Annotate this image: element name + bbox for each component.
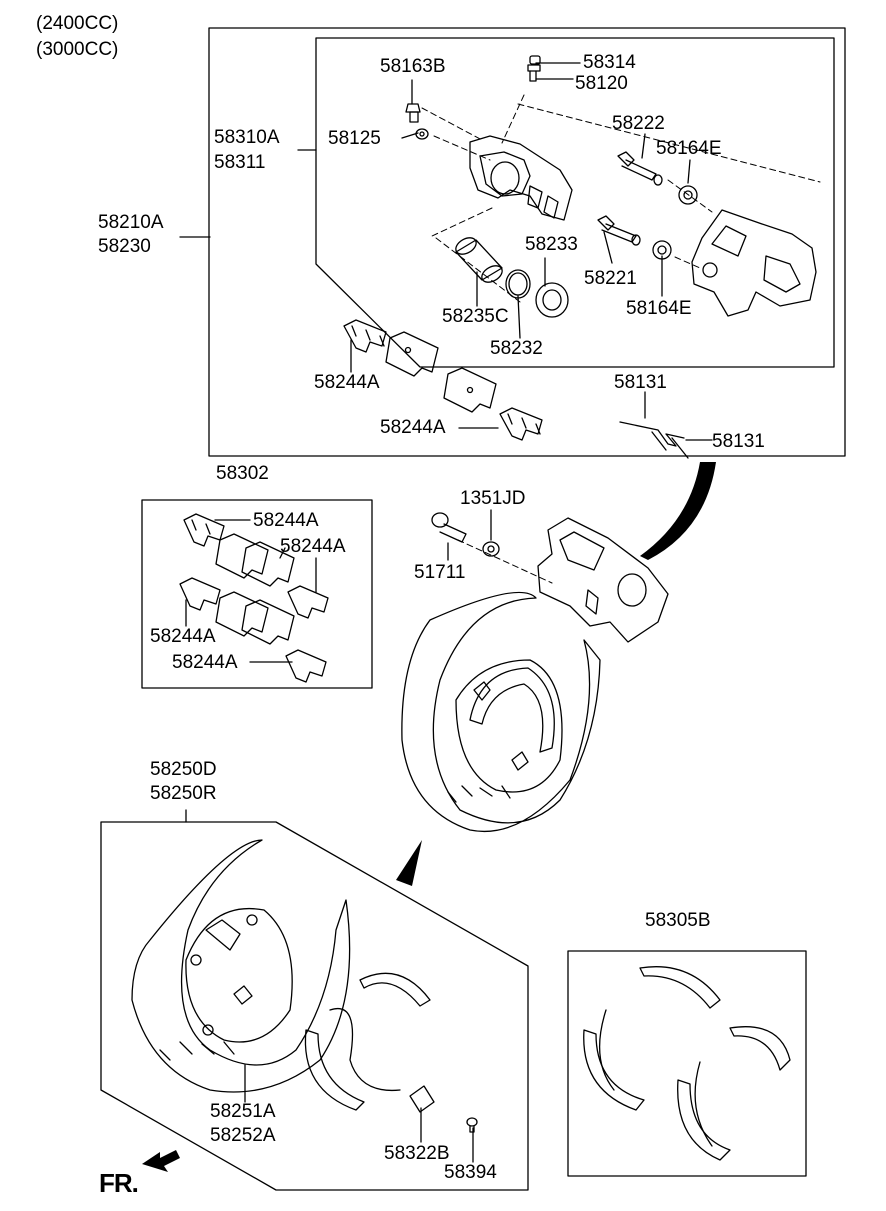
part-label-58164E-lower: 58164E bbox=[626, 298, 692, 319]
part-label-58244A-6: 58244A bbox=[172, 652, 238, 673]
part-label-58232: 58232 bbox=[490, 338, 543, 359]
part-label-58250R: 58250R bbox=[150, 783, 217, 804]
pad-kit-clip-4 bbox=[285, 649, 327, 683]
brake-pad-upper-right bbox=[443, 367, 497, 413]
caliper-body bbox=[469, 135, 573, 221]
part-label-58311: 58311 bbox=[214, 152, 266, 173]
part-label-58314: 58314 bbox=[583, 52, 636, 73]
piston-seal bbox=[505, 269, 531, 299]
part-label-58163B: 58163B bbox=[380, 56, 446, 77]
pad-clip-upper-right bbox=[499, 407, 543, 441]
part-label-58302: 58302 bbox=[216, 463, 269, 484]
parking-shoe-1 bbox=[304, 972, 431, 1111]
caliper-bracket bbox=[691, 209, 817, 317]
guide-pin-upper bbox=[617, 151, 663, 186]
washer-small bbox=[415, 128, 429, 140]
part-label-58164E-upper: 58164E bbox=[656, 138, 722, 159]
variant-3000cc: (3000CC) bbox=[36, 39, 119, 60]
hold-down-pin bbox=[466, 1117, 478, 1133]
part-label-58251A: 58251A bbox=[210, 1101, 276, 1122]
pad-kit-pad-2 bbox=[215, 591, 295, 645]
part-label-1351JD: 1351JD bbox=[460, 488, 526, 509]
part-label-58305B: 58305B bbox=[645, 910, 711, 931]
dust-boot bbox=[535, 282, 569, 318]
assembly-guides bbox=[421, 94, 821, 584]
guide-bolt bbox=[405, 103, 421, 123]
part-label-58244A-2: 58244A bbox=[380, 417, 446, 438]
backing-plate-center bbox=[401, 591, 601, 833]
pad-clip-upper-left bbox=[343, 319, 387, 353]
front-direction-label: FR. bbox=[99, 1168, 139, 1198]
caliper-mount-bolt bbox=[431, 512, 467, 543]
pad-kit-pad-1 bbox=[215, 533, 295, 587]
part-label-58394: 58394 bbox=[444, 1162, 497, 1183]
part-label-58235C: 58235C bbox=[442, 306, 509, 327]
part-label-58131-upper: 58131 bbox=[614, 372, 667, 393]
part-label-58244A-5: 58244A bbox=[150, 626, 216, 647]
part-label-58120: 58120 bbox=[575, 73, 628, 94]
pad-kit-clip-3 bbox=[179, 577, 221, 611]
part-label-58131-lower: 58131 bbox=[712, 431, 765, 452]
anti-rattle-spring bbox=[619, 421, 689, 459]
flow-arrow-upper bbox=[640, 462, 716, 560]
part-label-58222: 58222 bbox=[612, 113, 665, 134]
shoe-kit-shoe-2 bbox=[677, 1026, 791, 1161]
part-label-58125: 58125 bbox=[328, 128, 381, 149]
pad-kit-clip-2 bbox=[287, 585, 329, 619]
bleeder-screw bbox=[527, 55, 541, 82]
variant-2400cc: (2400CC) bbox=[36, 13, 119, 34]
part-label-58210A: 58210A bbox=[98, 212, 164, 233]
part-label-58221: 58221 bbox=[584, 268, 637, 289]
part-label-58244A-4: 58244A bbox=[280, 536, 346, 557]
part-label-58310A: 58310A bbox=[214, 127, 280, 148]
piston bbox=[455, 237, 503, 283]
part-label-58230: 58230 bbox=[98, 236, 151, 257]
caliper-assembly-frame bbox=[208, 27, 846, 457]
part-label-58233: 58233 bbox=[525, 234, 578, 255]
front-direction-arrow bbox=[142, 1150, 180, 1172]
brake-pad-upper-left bbox=[385, 331, 439, 377]
pad-kit-frame bbox=[141, 499, 373, 689]
pad-kit-clip-1 bbox=[183, 513, 225, 547]
backing-plate-frame bbox=[100, 821, 529, 1191]
part-label-58244A-3: 58244A bbox=[253, 510, 319, 531]
part-label-58244A-1: 58244A bbox=[314, 372, 380, 393]
backing-plate bbox=[131, 839, 351, 1093]
part-label-51711: 51711 bbox=[414, 562, 466, 583]
adjuster-clip bbox=[409, 1085, 435, 1113]
guide-pin-boot-lower bbox=[652, 240, 672, 260]
part-label-58252A: 58252A bbox=[210, 1125, 276, 1146]
leader-lines bbox=[179, 62, 713, 1163]
guide-pin-boot-upper bbox=[678, 185, 698, 205]
part-label-58322B: 58322B bbox=[384, 1143, 450, 1164]
caliper-assembly bbox=[537, 517, 669, 643]
part-label-58250D: 58250D bbox=[150, 759, 217, 780]
caliper-housing-frame bbox=[315, 37, 835, 368]
shoe-in-plate bbox=[469, 667, 555, 753]
shoe-kit-shoe-1 bbox=[583, 966, 721, 1111]
flow-arrow-lower bbox=[396, 840, 422, 886]
shoe-kit-frame bbox=[567, 950, 807, 1177]
mount-washer bbox=[482, 541, 500, 557]
guide-pin-lower bbox=[597, 215, 641, 246]
